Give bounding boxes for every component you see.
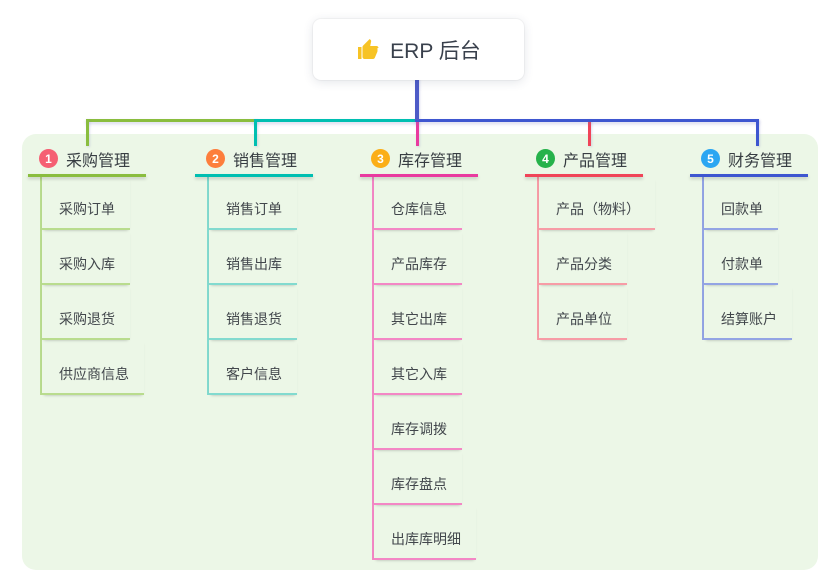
- branch-number-badge: 5: [701, 149, 720, 168]
- branch-inventory-management: 3 库存管理 仓库信息 产品库存 其它出库 其它入库 库存调拨 库存盘点 出库库…: [360, 146, 478, 560]
- branches-background-panel: [22, 134, 818, 570]
- branch-number-badge: 4: [536, 149, 555, 168]
- child-node[interactable]: 产品分类: [539, 230, 627, 285]
- child-node[interactable]: 产品（物料）: [539, 177, 655, 230]
- connector-root-trunk: [415, 79, 419, 120]
- child-node[interactable]: 库存盘点: [374, 450, 462, 505]
- child-node[interactable]: 采购退货: [42, 285, 130, 340]
- connector-branch5-drop: [756, 119, 759, 146]
- child-node[interactable]: 其它出库: [374, 285, 462, 340]
- child-node[interactable]: 销售退货: [209, 285, 297, 340]
- branch-title-underline: [28, 174, 146, 177]
- root-node-title: ERP 后台: [390, 39, 481, 63]
- child-node[interactable]: 产品单位: [539, 285, 627, 340]
- child-node[interactable]: 回款单: [704, 177, 778, 230]
- branch-title-underline: [360, 174, 478, 177]
- branch-product-management: 4 产品管理 产品（物料） 产品分类 产品单位: [525, 146, 655, 340]
- branch-number-badge: 2: [206, 149, 225, 168]
- branch-finance-management: 5 财务管理 回款单 付款单 结算账户: [690, 146, 808, 340]
- child-node[interactable]: 采购订单: [42, 177, 130, 230]
- branch-children: 产品（物料） 产品分类 产品单位: [537, 177, 655, 340]
- branch-title-underline: [525, 174, 643, 177]
- branch-title-label: 采购管理: [66, 152, 131, 170]
- child-node[interactable]: 结算账户: [704, 285, 792, 340]
- thumbs-up-icon: [356, 38, 380, 62]
- branch-title-node[interactable]: 1 采购管理: [28, 146, 146, 177]
- branch-children: 回款单 付款单 结算账户: [702, 177, 792, 340]
- root-node-erp[interactable]: ERP 后台: [313, 19, 524, 80]
- branch-title-node[interactable]: 5 财务管理: [690, 146, 808, 177]
- child-node[interactable]: 其它入库: [374, 340, 462, 395]
- connector-branch5-horizontal: [415, 119, 759, 122]
- child-node[interactable]: 出库库明细: [374, 505, 476, 560]
- branch-title-node[interactable]: 4 产品管理: [525, 146, 643, 177]
- connector-branch2-drop: [254, 119, 257, 146]
- branch-title-node[interactable]: 3 库存管理: [360, 146, 478, 177]
- child-node[interactable]: 销售出库: [209, 230, 297, 285]
- branch-children: 仓库信息 产品库存 其它出库 其它入库 库存调拨 库存盘点 出库库明细: [372, 177, 476, 560]
- branch-title-label: 产品管理: [563, 152, 628, 170]
- child-node[interactable]: 供应商信息: [42, 340, 144, 395]
- branch-sales-management: 2 销售管理 销售订单 销售出库 销售退货 客户信息: [195, 146, 313, 395]
- child-node[interactable]: 客户信息: [209, 340, 297, 395]
- connector-branch1-drop: [86, 119, 89, 146]
- branch-title-node[interactable]: 2 销售管理: [195, 146, 313, 177]
- connector-branch3-drop: [416, 119, 419, 146]
- connector-branch4-drop: [588, 119, 591, 146]
- connector-branch1-horizontal: [86, 119, 256, 122]
- branch-title-label: 销售管理: [233, 152, 298, 170]
- child-node[interactable]: 库存调拨: [374, 395, 462, 450]
- branch-title-underline: [195, 174, 313, 177]
- child-node[interactable]: 销售订单: [209, 177, 297, 230]
- connector-branch2-horizontal: [254, 119, 418, 122]
- branch-number-badge: 3: [371, 149, 390, 168]
- child-node[interactable]: 采购入库: [42, 230, 130, 285]
- branch-children: 采购订单 采购入库 采购退货 供应商信息: [40, 177, 144, 395]
- branch-title-underline: [690, 174, 808, 177]
- branch-children: 销售订单 销售出库 销售退货 客户信息: [207, 177, 297, 395]
- branch-number-badge: 1: [39, 149, 58, 168]
- branch-title-label: 库存管理: [398, 152, 463, 170]
- child-node[interactable]: 付款单: [704, 230, 778, 285]
- child-node[interactable]: 仓库信息: [374, 177, 462, 230]
- branch-title-label: 财务管理: [728, 152, 793, 170]
- branch-purchase-management: 1 采购管理 采购订单 采购入库 采购退货 供应商信息: [28, 146, 146, 395]
- child-node[interactable]: 产品库存: [374, 230, 462, 285]
